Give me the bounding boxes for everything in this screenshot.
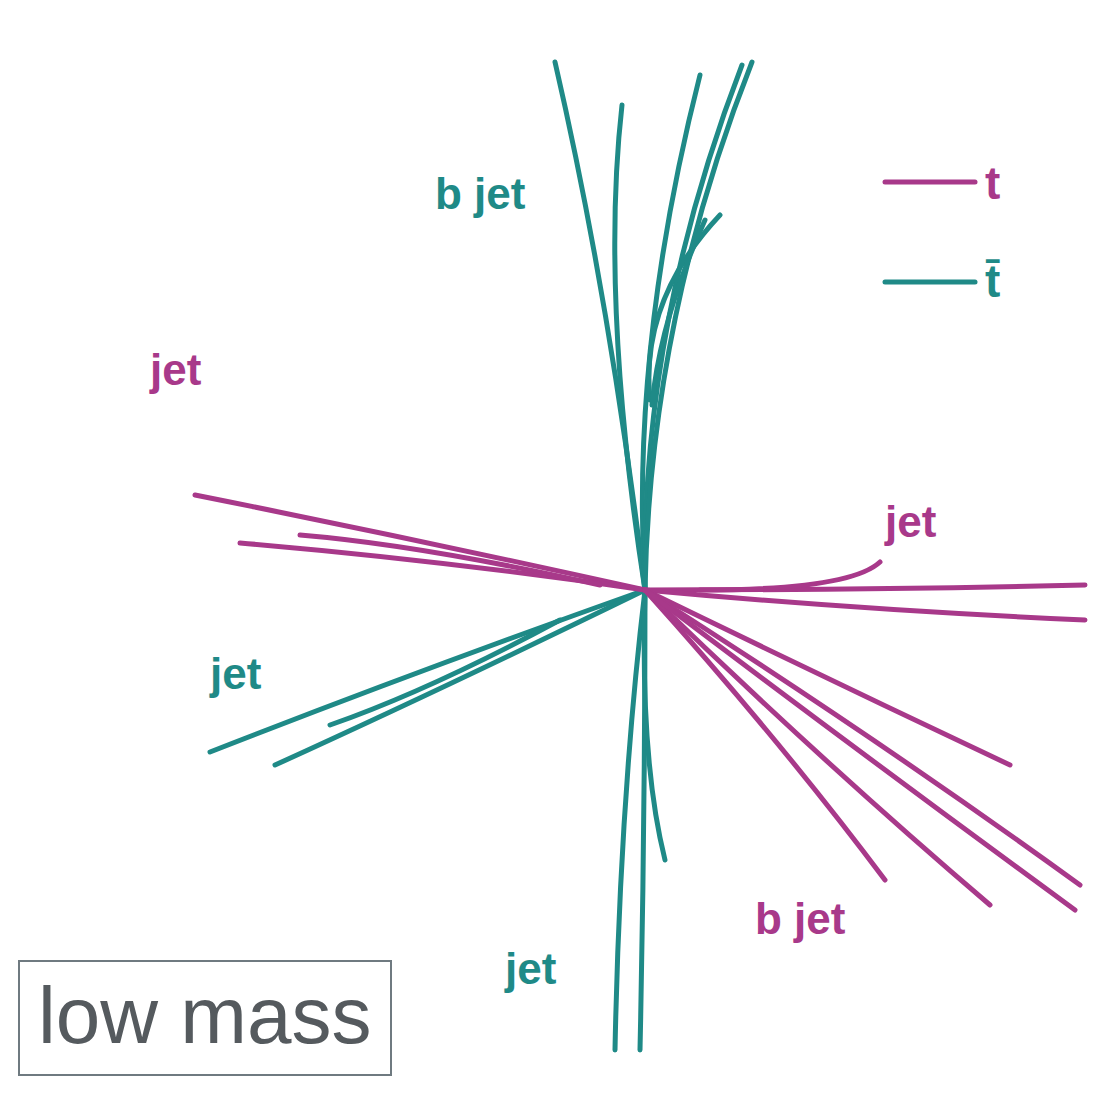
legend-line-t xyxy=(885,180,975,185)
t-jet-right xyxy=(645,562,1085,620)
legend-text: t̄ xyxy=(985,258,1000,304)
t-jet-left xyxy=(195,495,645,590)
legend-line-tbar xyxy=(885,280,975,285)
tbar-jet-bottom xyxy=(615,590,665,1050)
legend-text: t xyxy=(985,160,1000,206)
jet-label: jet xyxy=(505,947,556,991)
caption-box: low mass xyxy=(18,960,392,1076)
jet-label: b jet xyxy=(435,172,525,216)
caption-text: low mass xyxy=(38,976,372,1056)
jet-label: jet xyxy=(150,348,201,392)
jet-label: b jet xyxy=(755,897,845,941)
jet-label: jet xyxy=(885,500,936,544)
tbar-b-jet xyxy=(555,62,752,590)
t-b-jet xyxy=(645,590,1080,910)
jet-label: jet xyxy=(210,652,261,696)
tbar-jet-left xyxy=(210,590,645,765)
